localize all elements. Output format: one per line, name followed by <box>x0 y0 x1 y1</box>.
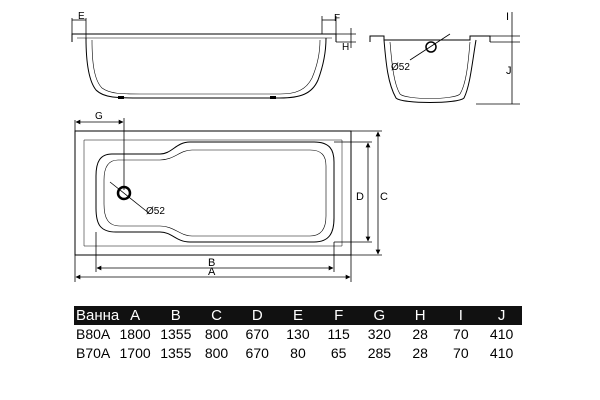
table-cell: 28 <box>412 326 428 342</box>
dimension-j-label: J <box>506 65 512 77</box>
column-header: B <box>170 307 181 324</box>
plan-view <box>74 130 352 256</box>
dimension-c-label: C <box>380 191 388 203</box>
dimension-g <box>74 118 125 190</box>
table-cell: 1355 <box>160 326 192 342</box>
table-header-row: Ванна A B C D E F G H I J <box>74 306 522 325</box>
table-cell: 800 <box>204 326 229 342</box>
bathtub-technical-drawing: E F H Ø52 I J Ø52 <box>71 11 520 282</box>
column-header: A <box>130 307 141 324</box>
table-cell: B70A <box>76 345 111 361</box>
table-cell: 1800 <box>119 326 151 342</box>
table-cell: 1700 <box>119 345 151 361</box>
dimension-a-label: A <box>208 266 216 278</box>
column-header: H <box>414 307 426 324</box>
dimension-i-label: I <box>506 11 509 23</box>
table-cell: 320 <box>367 326 392 342</box>
table-cell: 285 <box>367 345 392 361</box>
dimension-g-label: G <box>95 111 103 122</box>
table-cell: 410 <box>489 345 514 361</box>
plan-d52-label: Ø52 <box>146 206 165 217</box>
table-cell: 130 <box>286 326 310 342</box>
table-cell: 70 <box>453 326 469 342</box>
end-elevation-view <box>369 33 491 103</box>
column-header: J <box>497 307 506 324</box>
dimension-f-label: F <box>334 13 340 24</box>
dimension-i-j <box>476 12 520 105</box>
column-header: Ванна <box>76 307 120 324</box>
dimension-b-label: B <box>208 257 215 269</box>
table-row: B70A 1700 1355 800 670 80 65 285 28 70 4… <box>74 344 522 363</box>
dimension-d-c <box>334 130 382 256</box>
table-cell: 1355 <box>160 345 192 361</box>
table-cell: 80 <box>290 345 306 361</box>
table-cell: 800 <box>204 345 229 361</box>
side-elevation-view <box>71 33 337 99</box>
side-d52-label: Ø52 <box>391 62 410 73</box>
column-header: F <box>334 307 344 324</box>
dimension-b-a <box>74 232 352 282</box>
table-cell: 410 <box>489 326 514 342</box>
dimension-e <box>71 18 87 38</box>
spec-table-container: Ванна A B C D E F G H I J B80A 1800 1355… <box>74 306 522 363</box>
table-cell: 70 <box>453 345 469 361</box>
dimension-h-label: H <box>342 42 349 53</box>
table-cell: 65 <box>330 345 347 361</box>
dimension-f-h <box>321 16 356 48</box>
table-cell: 670 <box>245 345 269 361</box>
dimension-e-label: E <box>78 11 85 22</box>
table-cell: 115 <box>327 326 350 342</box>
table-cell: 28 <box>412 345 428 361</box>
dimensions-table: Ванна A B C D E F G H I J B80A 1800 1355… <box>74 306 522 363</box>
table-row: B80A 1800 1355 800 670 130 115 320 28 70… <box>74 325 522 344</box>
column-header: I <box>458 307 463 324</box>
dimension-d-label: D <box>356 191 364 203</box>
column-header: D <box>251 307 263 324</box>
table-cell: B80A <box>76 326 111 342</box>
column-header: G <box>373 307 386 324</box>
column-header: E <box>292 307 303 324</box>
column-header: C <box>211 307 222 324</box>
table-cell: 670 <box>245 326 269 342</box>
